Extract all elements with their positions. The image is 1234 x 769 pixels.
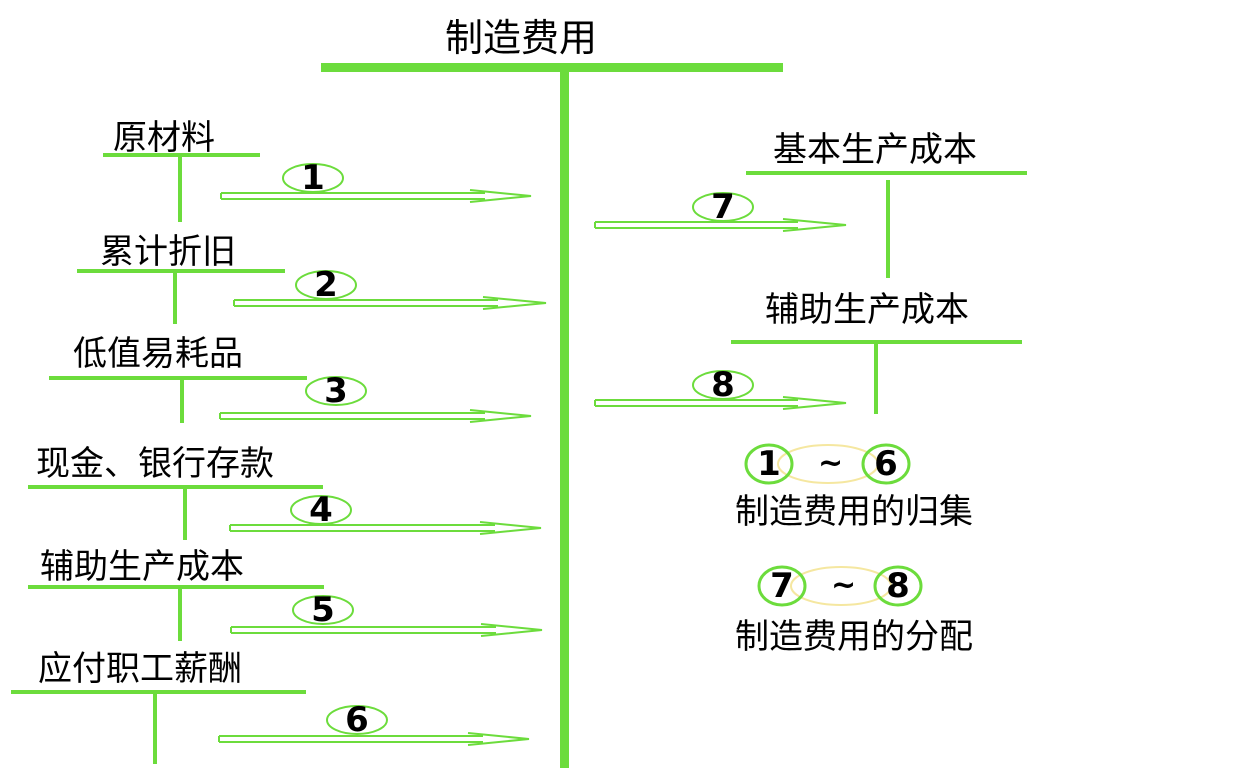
legend-2-link-oval xyxy=(790,566,892,606)
legend-2-to: 8 xyxy=(886,566,910,606)
step-number-1: 1 xyxy=(301,158,325,198)
t-account-vertical-bar xyxy=(560,72,569,768)
step-number-5: 5 xyxy=(311,590,335,630)
step-ovals xyxy=(282,163,754,735)
t-account-top-bar xyxy=(321,63,783,72)
step-oval-5 xyxy=(292,595,354,625)
arrow-1 xyxy=(220,189,532,203)
legend-1-text: 制造费用的归集 xyxy=(735,492,973,532)
step-number-8: 8 xyxy=(711,365,735,405)
left-account-label-5: 辅助生产成本 xyxy=(40,547,244,587)
legend-ovals xyxy=(744,443,923,607)
left-account-lines xyxy=(11,153,324,764)
step-oval-8 xyxy=(692,370,754,400)
left-account-label-2: 累计折旧 xyxy=(100,232,236,272)
flow-arrows xyxy=(218,189,847,746)
right-account-label-1: 基本生产成本 xyxy=(773,130,977,170)
legend-1-to-oval xyxy=(861,443,911,485)
legend-1-from: 1 xyxy=(757,444,781,484)
diagram-title: 制造费用 xyxy=(445,16,598,60)
step-number-2: 2 xyxy=(314,265,338,305)
legend-2-to-oval xyxy=(873,565,923,607)
step-oval-7 xyxy=(692,192,754,222)
arrow-2 xyxy=(233,296,547,310)
left-account-label-1: 原材料 xyxy=(113,118,215,158)
step-oval-6 xyxy=(326,705,388,735)
legend-1-to: 6 xyxy=(874,444,898,484)
legend-1-link-oval xyxy=(777,444,879,484)
right-account-label-2: 辅助生产成本 xyxy=(765,290,969,330)
legend-1-from-oval xyxy=(744,443,794,485)
step-number-6: 6 xyxy=(345,700,369,740)
step-oval-3 xyxy=(305,376,367,406)
legend-2-separator: ~ xyxy=(831,568,857,603)
step-oval-2 xyxy=(295,270,357,300)
legend-2-from: 7 xyxy=(770,566,794,606)
arrow-7 xyxy=(594,218,847,232)
arrow-6 xyxy=(218,732,530,746)
step-oval-1 xyxy=(282,163,344,193)
left-account-label-4: 现金、银行存款 xyxy=(36,444,274,484)
step-number-3: 3 xyxy=(324,371,348,411)
left-account-label-3: 低值易耗品 xyxy=(73,334,243,374)
arrow-3 xyxy=(219,409,532,423)
step-number-7: 7 xyxy=(711,187,735,227)
legend-1-separator: ~ xyxy=(818,446,844,481)
right-account-lines xyxy=(731,171,1027,414)
legend-2-from-oval xyxy=(757,565,807,607)
arrow-8 xyxy=(594,396,847,410)
arrow-5 xyxy=(230,623,543,637)
arrow-4 xyxy=(229,521,542,535)
legend-2-text: 制造费用的分配 xyxy=(735,617,973,657)
left-account-label-6: 应付职工薪酬 xyxy=(38,649,242,689)
step-oval-4 xyxy=(290,495,352,525)
step-number-4: 4 xyxy=(309,490,333,530)
